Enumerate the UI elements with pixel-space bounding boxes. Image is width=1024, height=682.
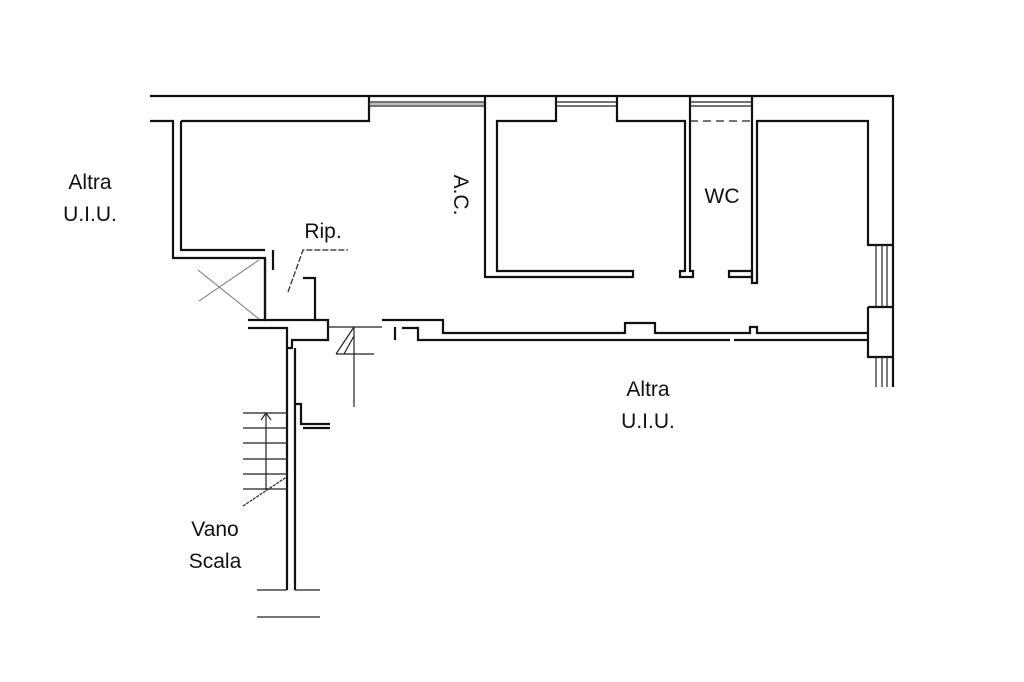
label-vano-scala-line2: Scala <box>188 550 242 573</box>
label-vano-scala-line1: Vano <box>191 518 239 541</box>
ac-room-walls <box>483 96 695 279</box>
label-altra-bottom-line1: Altra <box>626 378 670 401</box>
wc-walls <box>690 96 893 285</box>
rip-leader-line <box>287 249 348 293</box>
label-ripostiglio: Rip. <box>304 220 342 243</box>
staircase <box>242 402 330 618</box>
label-altra-left-line2: U.I.U. <box>63 203 117 226</box>
window-top-1 <box>369 101 485 107</box>
corridor-wall <box>328 318 868 342</box>
outer-walls <box>150 94 895 590</box>
label-vano-scala: Vano Scala <box>189 514 242 578</box>
shaft-cross-symbol <box>197 259 260 320</box>
right-window <box>866 245 893 387</box>
door-symbol <box>335 326 374 407</box>
label-altra-bottom-line2: U.I.U. <box>621 410 675 433</box>
label-wc: WC <box>704 185 740 208</box>
label-altra-left-line1: Altra <box>68 171 112 194</box>
label-ac: A.C. <box>449 174 472 216</box>
label-altra-uiu-bottom: Altra U.I.U. <box>621 374 675 438</box>
label-altra-uiu-left: Altra U.I.U. <box>63 167 117 231</box>
